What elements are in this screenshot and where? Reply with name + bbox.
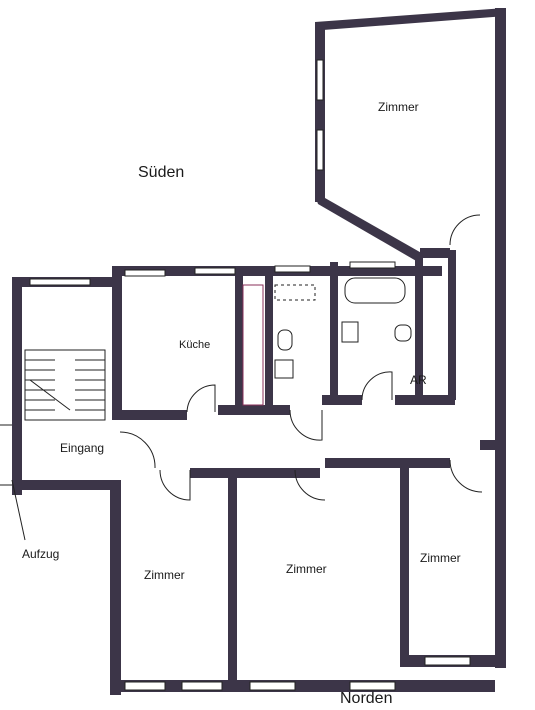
door-arc [159,469,191,501]
wall-north-room1-left [110,480,121,695]
fixtures [242,277,412,406]
wall-corridor-bottom-2 [325,458,450,468]
wall-north-div-2 [400,460,409,660]
wall-left-stair [12,277,22,495]
label-norden: Norden [340,690,393,707]
wall-stair-kitchen [112,270,122,420]
wall-top-room-right [495,8,506,668]
walls [12,8,506,695]
wall-north-bottom [110,680,495,692]
window [181,681,223,691]
door-arc [119,431,156,469]
window [349,681,396,691]
toilet [394,324,412,342]
door-arc [294,469,326,501]
wall-north-div-1 [228,475,237,685]
wall-corridor-top-2 [218,405,290,415]
window [424,656,471,666]
window [29,278,91,286]
wall-corridor-top-1 [112,410,187,420]
shower-area [274,284,316,301]
misc-lines [0,424,26,541]
wall-corridor-top-3 [322,395,362,405]
wall-top-room-left-upper [315,22,325,202]
label-zimmer-bottom-left: Zimmer [144,568,185,582]
window [249,681,296,691]
label-zimmer-bottom-mid: Zimmer [286,562,327,576]
sink [274,359,294,379]
window [124,681,166,691]
wall-corridor-right [480,440,500,450]
window [124,269,166,277]
bathtub [344,277,406,304]
label-eingang: Eingang [60,441,105,455]
wall-kitchen-bath [235,266,243,411]
wall-bath2-right [415,255,423,400]
sink [341,321,359,343]
window [349,261,396,269]
label-aufzug: Aufzug [22,547,60,561]
window [194,267,236,275]
stairs [24,349,106,421]
wall-bath-inner [265,266,273,406]
window [316,59,324,101]
wall-corridor-top-4 [395,395,455,405]
label-ar: AR [410,373,427,387]
stair-arrow [29,379,71,411]
windows [29,59,471,691]
aufzug-pointer [11,479,26,541]
wall-corridor-bottom-1 [190,468,320,478]
door-arc [361,371,393,401]
wall-ar-right [448,250,456,400]
label-sueden: Süden [138,164,185,181]
stair-outline [24,349,106,421]
toilet [277,329,293,351]
door-arc [186,384,216,413]
doors [119,214,483,501]
wall-top-room-diagonal [315,195,425,262]
door-arc [449,459,483,493]
kitchen-counter [242,284,264,406]
wall-entrance-bottom [12,480,112,490]
wall-top-room-top [315,8,506,30]
label-kueche: Küche [179,339,211,351]
door-arc [289,409,323,441]
label-zimmer-top: Zimmer [378,100,419,114]
door-arc [449,214,481,246]
wall-bath-right [330,262,338,402]
window [274,265,311,273]
wall-south-right [420,248,450,258]
label-zimmer-bottom-right: Zimmer [420,551,461,565]
window [316,129,324,171]
